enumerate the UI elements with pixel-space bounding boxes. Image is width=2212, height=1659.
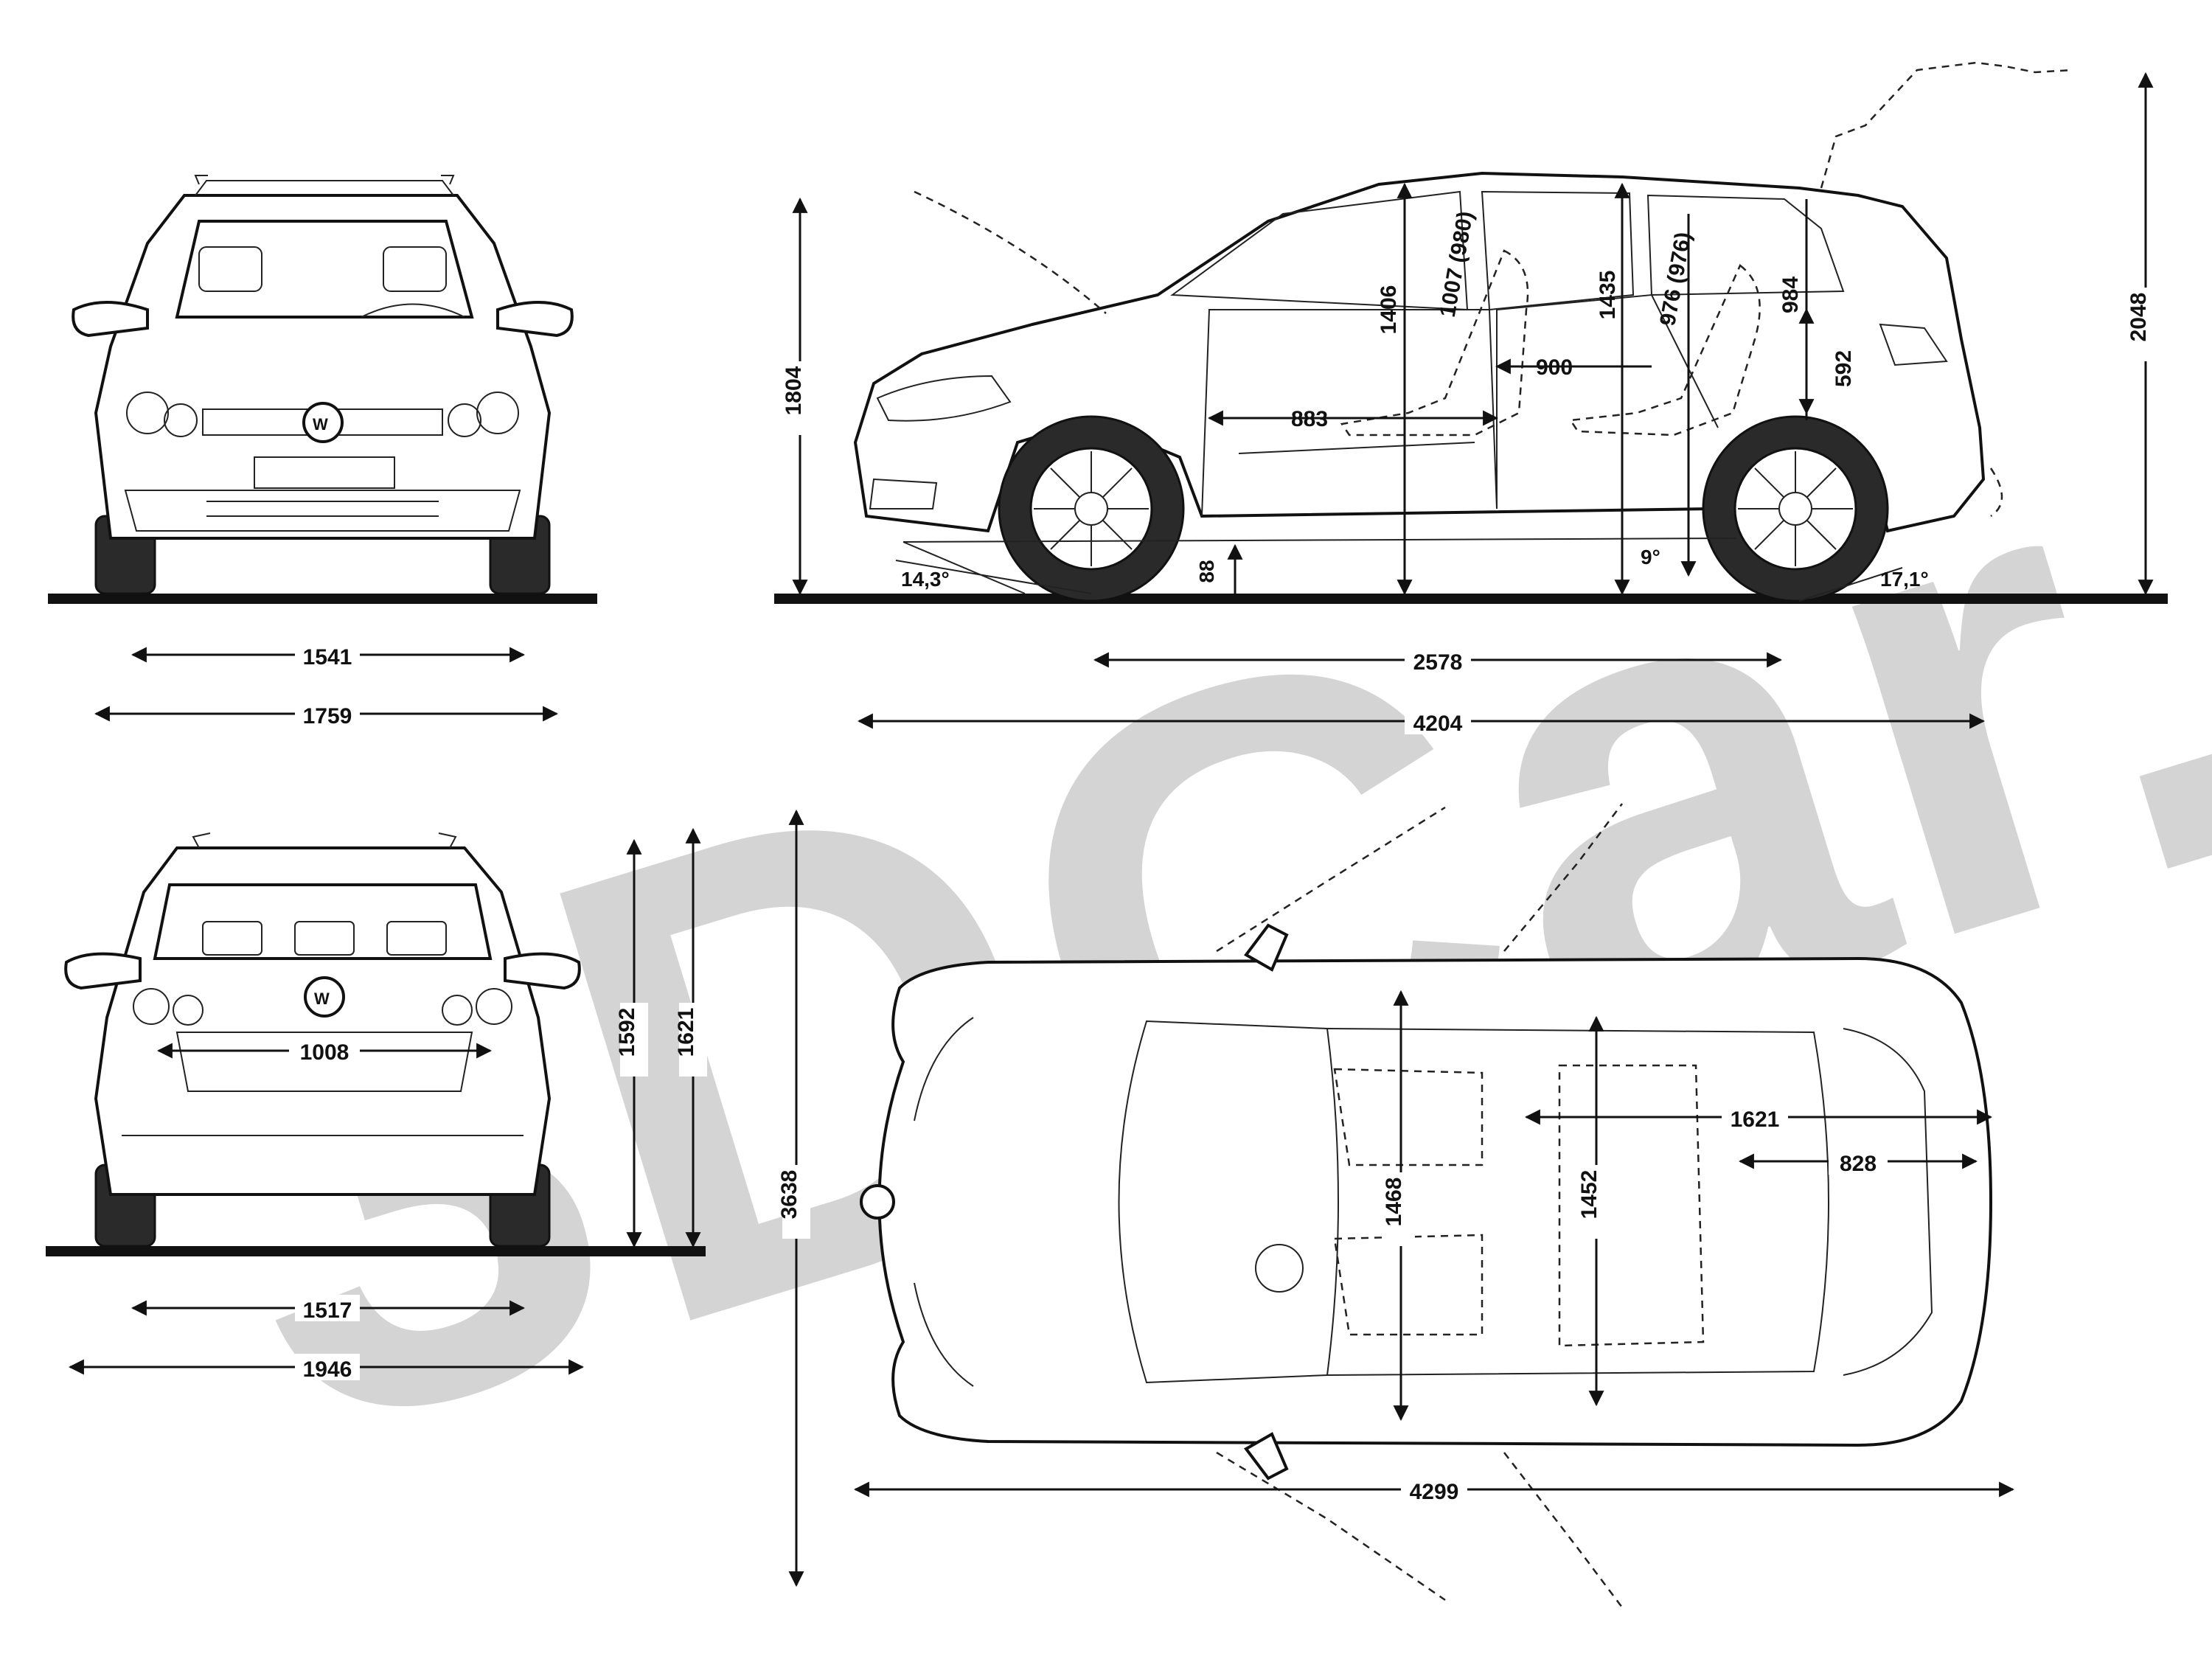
label-rear-height: 1592	[615, 1008, 639, 1057]
label-approach-angle: 14,3°	[901, 568, 950, 591]
label-departure-angle: 17,1°	[1880, 568, 1929, 591]
side-view	[853, 61, 2073, 602]
label-height-tailgate: 2048	[2126, 293, 2151, 342]
label-rear-height-total: 1621	[674, 1008, 698, 1057]
label-top-length: 4299	[1410, 1480, 1459, 1504]
label-front-legroom: 883	[1291, 407, 1328, 431]
dimension-lines	[68, 72, 2154, 1587]
svg-text:W: W	[313, 415, 328, 434]
label-width-mirrors: 1946	[303, 1357, 352, 1382]
label-wheelbase: 2578	[1413, 650, 1463, 675]
label-rear-track: 1517	[303, 1298, 352, 1323]
label-length: 4204	[1413, 712, 1463, 736]
label-front-headroom: 1406	[1377, 285, 1401, 335]
label-shoulder-rear: 1452	[1577, 1170, 1601, 1220]
label-front-width: 1759	[303, 704, 352, 728]
label-rear-legroom: 900	[1536, 355, 1573, 380]
label-boot-height: 984	[1778, 276, 1803, 313]
svg-text:W: W	[314, 990, 330, 1008]
label-interior-length: 1621	[1731, 1107, 1780, 1132]
label-boot-opening: 592	[1832, 350, 1856, 387]
label-front-track: 1541	[303, 645, 352, 669]
ground-line-rear-view	[46, 1246, 706, 1256]
label-ramp-angle: 9°	[1641, 546, 1660, 568]
label-height-side: 1804	[782, 366, 806, 415]
ground-line-side-view	[774, 594, 2168, 604]
label-boot-length: 828	[1840, 1152, 1877, 1176]
label-top-view-depth: 3638	[777, 1170, 801, 1220]
front-view: W	[72, 175, 574, 595]
label-shoulder-front: 1468	[1382, 1178, 1406, 1227]
label-boot-opening-width: 1008	[300, 1040, 349, 1065]
label-interior-height: 1435	[1596, 271, 1620, 320]
label-ground-clearance: 88	[1195, 560, 1218, 582]
top-view	[860, 803, 1993, 1608]
rear-view: W	[64, 832, 581, 1248]
ground-line-front-view	[48, 594, 597, 604]
